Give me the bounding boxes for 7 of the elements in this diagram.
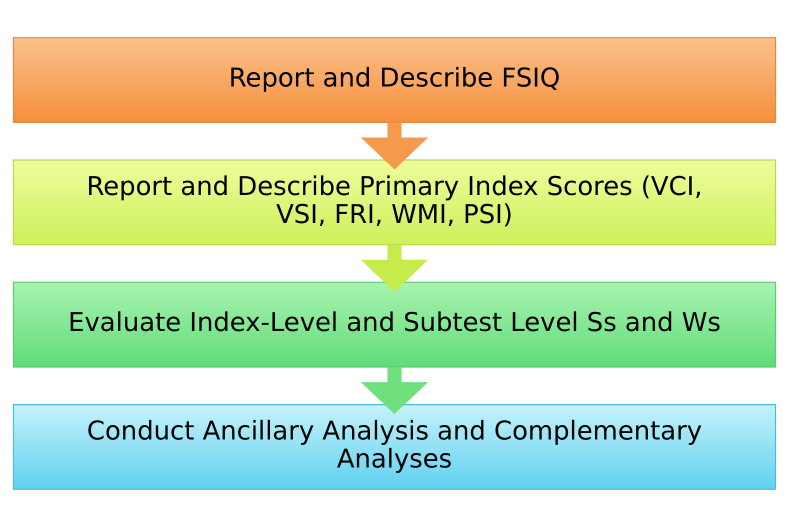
arrow	[360, 244, 428, 292]
node-box: Report and Describe Primary Index Scores (VCI, VSI, FRI, WMI, PSI)	[12, 159, 776, 246]
arrow	[360, 122, 428, 170]
arrow	[360, 367, 428, 414]
node-box: Conduct Ancillary Analysis and Complementary Analyses	[12, 404, 776, 490]
node-box: Evaluate Index-Level and Subtest Level Ss and Ws	[12, 282, 776, 368]
node-box: Report and Describe FSIQ	[12, 37, 776, 123]
